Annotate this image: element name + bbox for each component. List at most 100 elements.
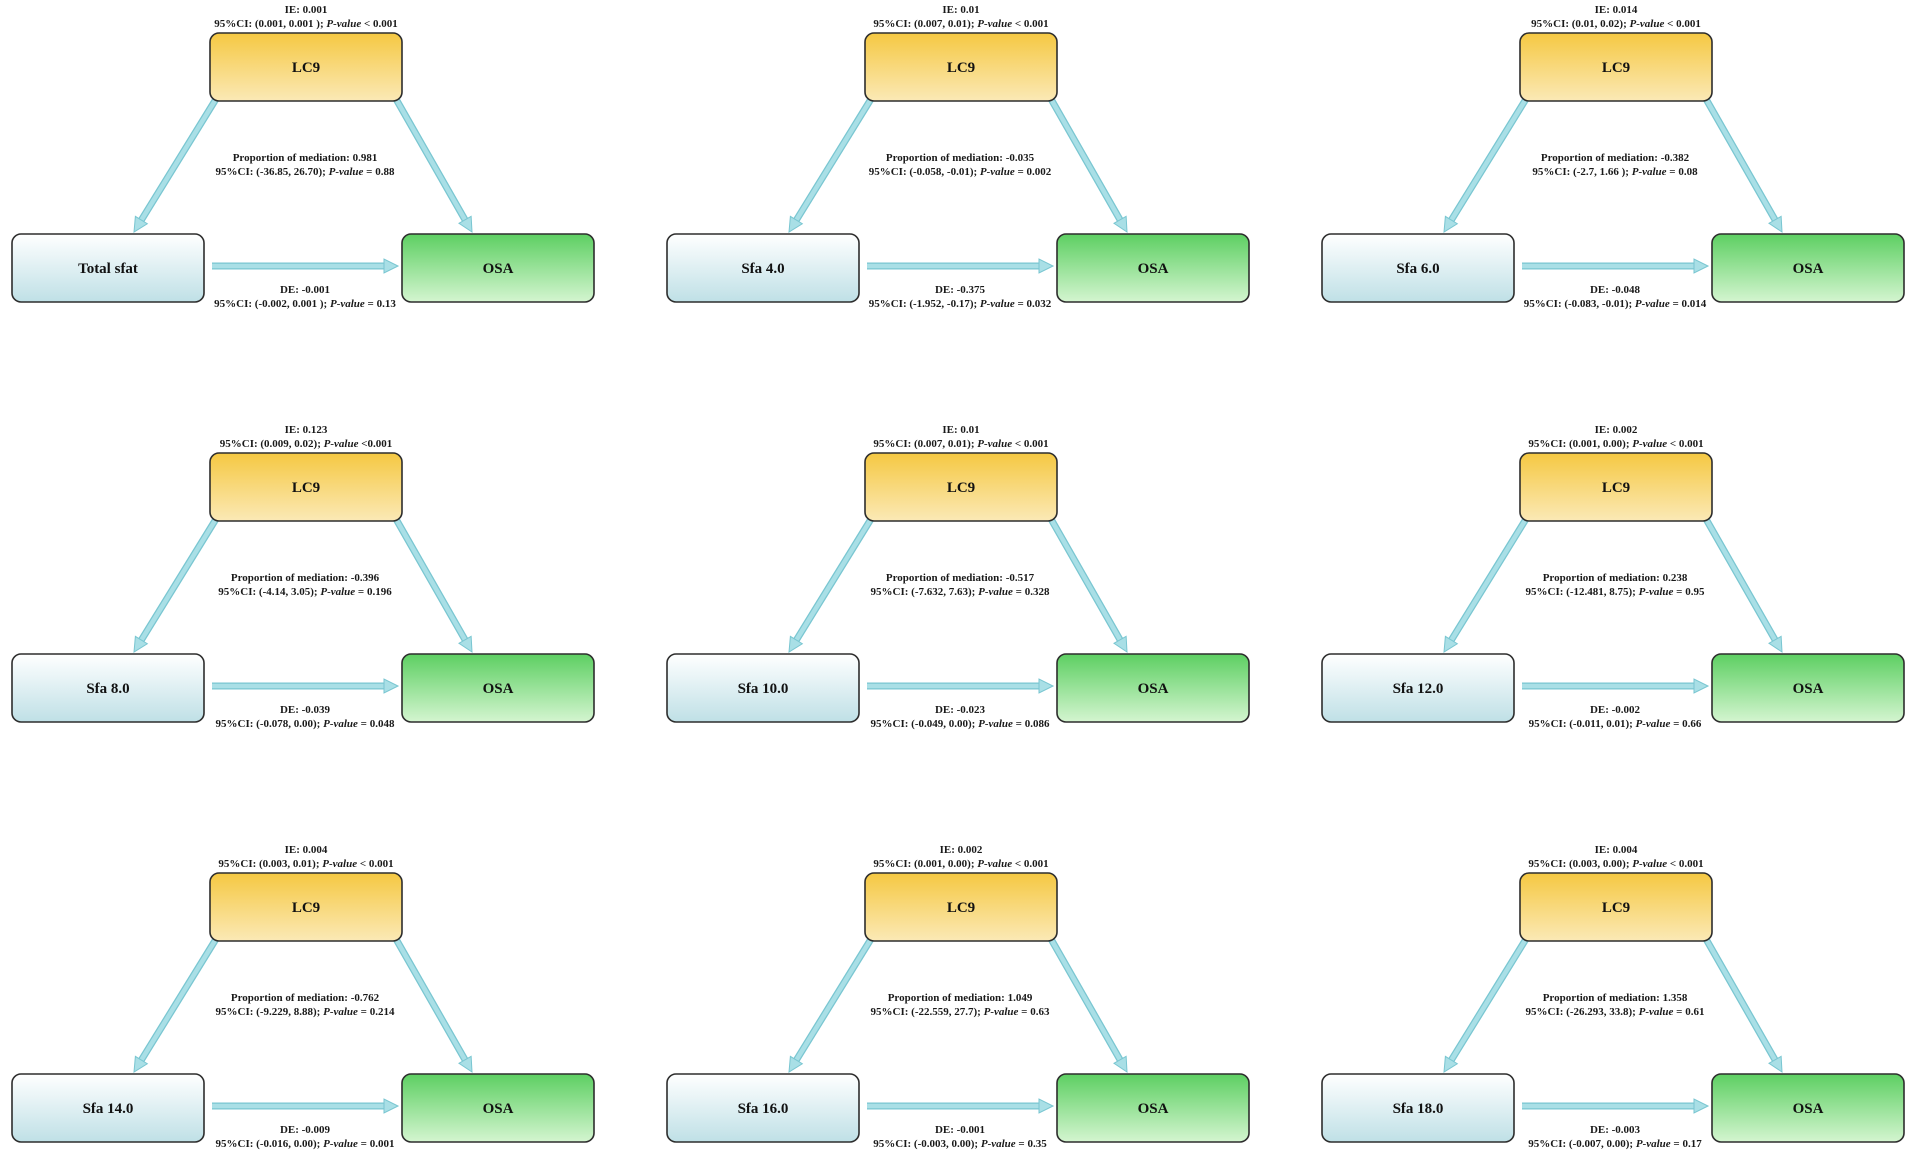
direct-effect-line: DE: -0.001	[280, 284, 330, 296]
proportion-mediation-line: Proportion of mediation: -0.517	[886, 572, 1035, 584]
direct-effect-pvalue-label: P-value	[1636, 718, 1671, 730]
indirect-effect-pvalue-label: P-value	[324, 438, 359, 450]
direct-effect-arrow	[1522, 258, 1710, 274]
mediator-box-label: LC9	[1602, 480, 1630, 496]
outcome-box: OSA	[401, 653, 595, 723]
direct-effect-label: DE:	[280, 1124, 299, 1136]
indirect-effect-ci: 95%CI: (0.001, 0.001 );	[214, 18, 323, 30]
direct-effect-pvalue: = 0.001	[361, 1138, 395, 1150]
direct-effect-pvalue: = 0.17	[1673, 1138, 1702, 1150]
proportion-mediation-pvalue: = 0.196	[358, 586, 392, 598]
proportion-mediation-value: 1.049	[1008, 992, 1033, 1004]
path-a-arrow	[133, 97, 219, 233]
proportion-mediation-line: Proportion of mediation: -0.035	[886, 152, 1035, 164]
indirect-effect-line: IE: 0.014	[1595, 4, 1638, 16]
direct-effect-value: -0.375	[957, 284, 986, 296]
proportion-mediation-label: Proportion of mediation:	[231, 992, 348, 1004]
direct-effect-ci-line: 95%CI: (-0.011, 0.01); P-value = 0.66	[1529, 718, 1702, 730]
proportion-mediation-value: 0.238	[1663, 572, 1688, 584]
direct-effect-pvalue-label: P-value	[978, 718, 1013, 730]
proportion-mediation-label: Proportion of mediation:	[886, 572, 1003, 584]
proportion-mediation-ci-line: 95%CI: (-4.14, 3.05); P-value = 0.196	[218, 586, 392, 598]
mediator-box: LC9	[209, 872, 403, 942]
proportion-mediation-line: Proportion of mediation: 1.358	[1543, 992, 1688, 1004]
proportion-mediation-label: Proportion of mediation:	[888, 992, 1005, 1004]
proportion-mediation-ci-line: 95%CI: (-36.85, 26.70); P-value = 0.88	[216, 166, 395, 178]
exposure-box-label: Sfa 18.0	[1393, 1101, 1444, 1117]
path-a-arrow	[1443, 517, 1529, 653]
indirect-effect-pvalue-label: P-value	[977, 438, 1012, 450]
direct-effect-ci: 95%CI: (-0.049, 0.00);	[871, 718, 976, 730]
mediator-box-label: LC9	[947, 480, 975, 496]
indirect-effect-line: IE: 0.123	[285, 424, 328, 436]
indirect-effect-ci-line: 95%CI: (0.001, 0.001 ); P-value < 0.001	[214, 18, 398, 30]
proportion-mediation-pvalue: = 0.95	[1676, 586, 1705, 598]
proportion-mediation-value: -0.396	[351, 572, 380, 584]
proportion-mediation-ci: 95%CI: (-2.7, 1.66 );	[1532, 166, 1629, 178]
direct-effect-pvalue: = 0.086	[1016, 718, 1050, 730]
exposure-box: Sfa 4.0	[666, 233, 860, 303]
indirect-effect-value: 0.004	[1613, 844, 1638, 856]
indirect-effect-line: IE: 0.004	[1595, 844, 1638, 856]
indirect-effect-pvalue-label: P-value	[326, 18, 361, 30]
proportion-mediation-value: 0.981	[353, 152, 378, 164]
proportion-mediation-value: 1.358	[1663, 992, 1688, 1004]
direct-effect-label: DE:	[280, 284, 299, 296]
proportion-mediation-pvalue: = 0.88	[366, 166, 395, 178]
path-b-arrow	[392, 937, 473, 1073]
proportion-mediation-line: Proportion of mediation: -0.396	[231, 572, 380, 584]
path-a-arrow	[1443, 97, 1529, 233]
indirect-effect-pvalue-label: P-value	[322, 858, 357, 870]
path-b-arrow	[1702, 97, 1783, 233]
proportion-mediation-pvalue: = 0.61	[1676, 1006, 1704, 1018]
indirect-effect-label: IE:	[1595, 844, 1610, 856]
outcome-box-label: OSA	[483, 1101, 514, 1117]
indirect-effect-value: 0.01	[960, 4, 979, 16]
proportion-mediation-pvalue: = 0.214	[361, 1006, 395, 1018]
exposure-box: Sfa 6.0	[1321, 233, 1515, 303]
indirect-effect-ci: 95%CI: (0.01, 0.02);	[1531, 18, 1627, 30]
indirect-effect-value: 0.001	[303, 4, 328, 16]
indirect-effect-ci: 95%CI: (0.003, 0.00);	[1528, 858, 1629, 870]
proportion-mediation-label: Proportion of mediation:	[1543, 992, 1660, 1004]
path-b-arrow	[392, 97, 473, 233]
proportion-mediation-ci: 95%CI: (-36.85, 26.70);	[216, 166, 326, 178]
indirect-effect-value: 0.123	[303, 424, 328, 436]
proportion-mediation-value: -0.035	[1006, 152, 1035, 164]
indirect-effect-pvalue-label: P-value	[1632, 438, 1667, 450]
direct-effect-ci-line: 95%CI: (-0.016, 0.00); P-value = 0.001	[216, 1138, 395, 1150]
indirect-effect-line: IE: 0.002	[1595, 424, 1638, 436]
proportion-mediation-pvalue: = 0.328	[1016, 586, 1050, 598]
proportion-mediation-ci-line: 95%CI: (-7.632, 7.63); P-value = 0.328	[871, 586, 1050, 598]
proportion-mediation-label: Proportion of mediation:	[1543, 572, 1660, 584]
outcome-box-label: OSA	[1138, 1101, 1169, 1117]
direct-effect-label: DE:	[1590, 1124, 1609, 1136]
direct-effect-pvalue: = 0.35	[1018, 1138, 1047, 1150]
indirect-effect-value: 0.01	[960, 424, 979, 436]
proportion-mediation-pvalue-label: P-value	[320, 586, 355, 598]
path-a-arrow	[788, 937, 874, 1073]
indirect-effect-pvalue: <0.001	[361, 438, 392, 450]
proportion-mediation-value: -0.517	[1006, 572, 1035, 584]
proportion-mediation-pvalue: = 0.08	[1669, 166, 1698, 178]
indirect-effect-label: IE:	[1595, 424, 1610, 436]
path-b-arrow	[1702, 517, 1783, 653]
direct-effect-pvalue: = 0.66	[1673, 718, 1702, 730]
outcome-box-label: OSA	[483, 261, 514, 277]
mediator-box-label: LC9	[1602, 900, 1630, 916]
direct-effect-line: DE: -0.048	[1590, 284, 1641, 296]
proportion-mediation-pvalue-label: P-value	[1639, 1006, 1674, 1018]
direct-effect-pvalue-label: P-value	[980, 298, 1015, 310]
indirect-effect-value: 0.002	[1613, 424, 1638, 436]
proportion-mediation-pvalue: = 0.63	[1021, 1006, 1050, 1018]
path-a-arrow	[788, 97, 874, 233]
mediator-box: LC9	[864, 872, 1058, 942]
indirect-effect-ci-line: 95%CI: (0.001, 0.00); P-value < 0.001	[873, 858, 1048, 870]
proportion-mediation-ci-line: 95%CI: (-26.293, 33.8); P-value = 0.61	[1526, 1006, 1705, 1018]
direct-effect-ci: 95%CI: (-1.952, -0.17);	[869, 298, 977, 310]
direct-effect-value: -0.009	[302, 1124, 331, 1136]
proportion-mediation-pvalue: = 0.002	[1018, 166, 1052, 178]
